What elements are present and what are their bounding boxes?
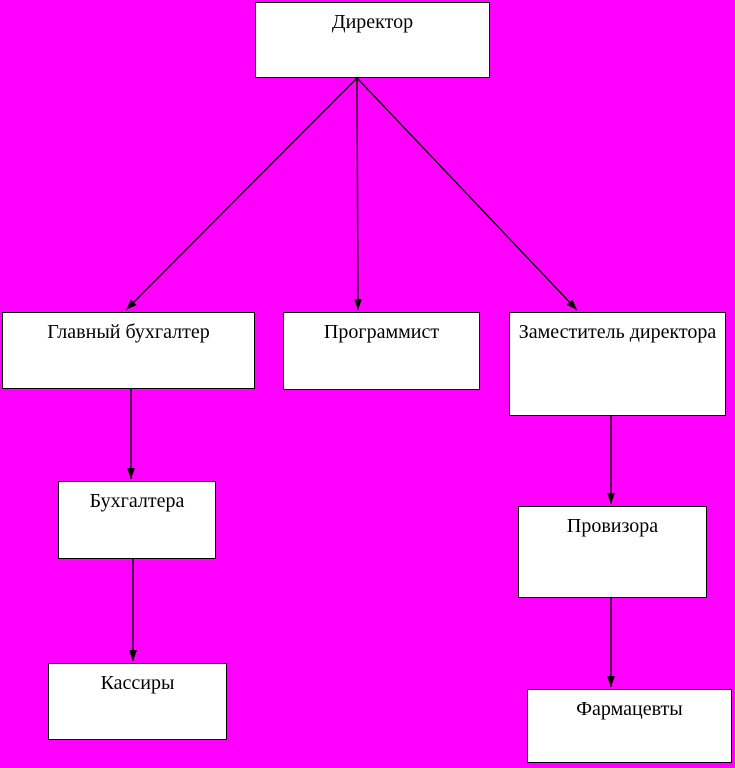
node-programmer: Программист	[283, 312, 480, 390]
node-cashiers: Кассиры	[48, 663, 227, 740]
node-director-label: Директор	[331, 11, 414, 33]
node-deputy-director: Заместитель директора	[509, 312, 726, 416]
node-provisors: Провизора	[518, 506, 707, 598]
edge-director-to-chief-accountant-arrow	[125, 77, 358, 311]
node-director: Директор	[255, 2, 490, 78]
node-accountants-label: Бухгалтера	[89, 490, 185, 512]
node-pharmacists-label: Фармацевты	[576, 698, 683, 720]
node-programmer-label: Программист	[323, 321, 440, 343]
node-provisors-label: Провизора	[566, 515, 659, 537]
edge-director-to-programmer-arrow	[353, 77, 362, 311]
node-accountants: Бухгалтера	[58, 481, 216, 559]
node-deputy-director-label: Заместитель директора	[518, 321, 717, 343]
node-cashiers-label: Кассиры	[100, 672, 175, 694]
node-chief-accountant: Главный бухгалтер	[2, 312, 255, 389]
node-pharmacists: Фармацевты	[527, 689, 732, 763]
node-chief-accountant-label: Главный бухгалтер	[47, 321, 210, 343]
edge-director-to-deputy-director-arrow	[356, 77, 578, 311]
